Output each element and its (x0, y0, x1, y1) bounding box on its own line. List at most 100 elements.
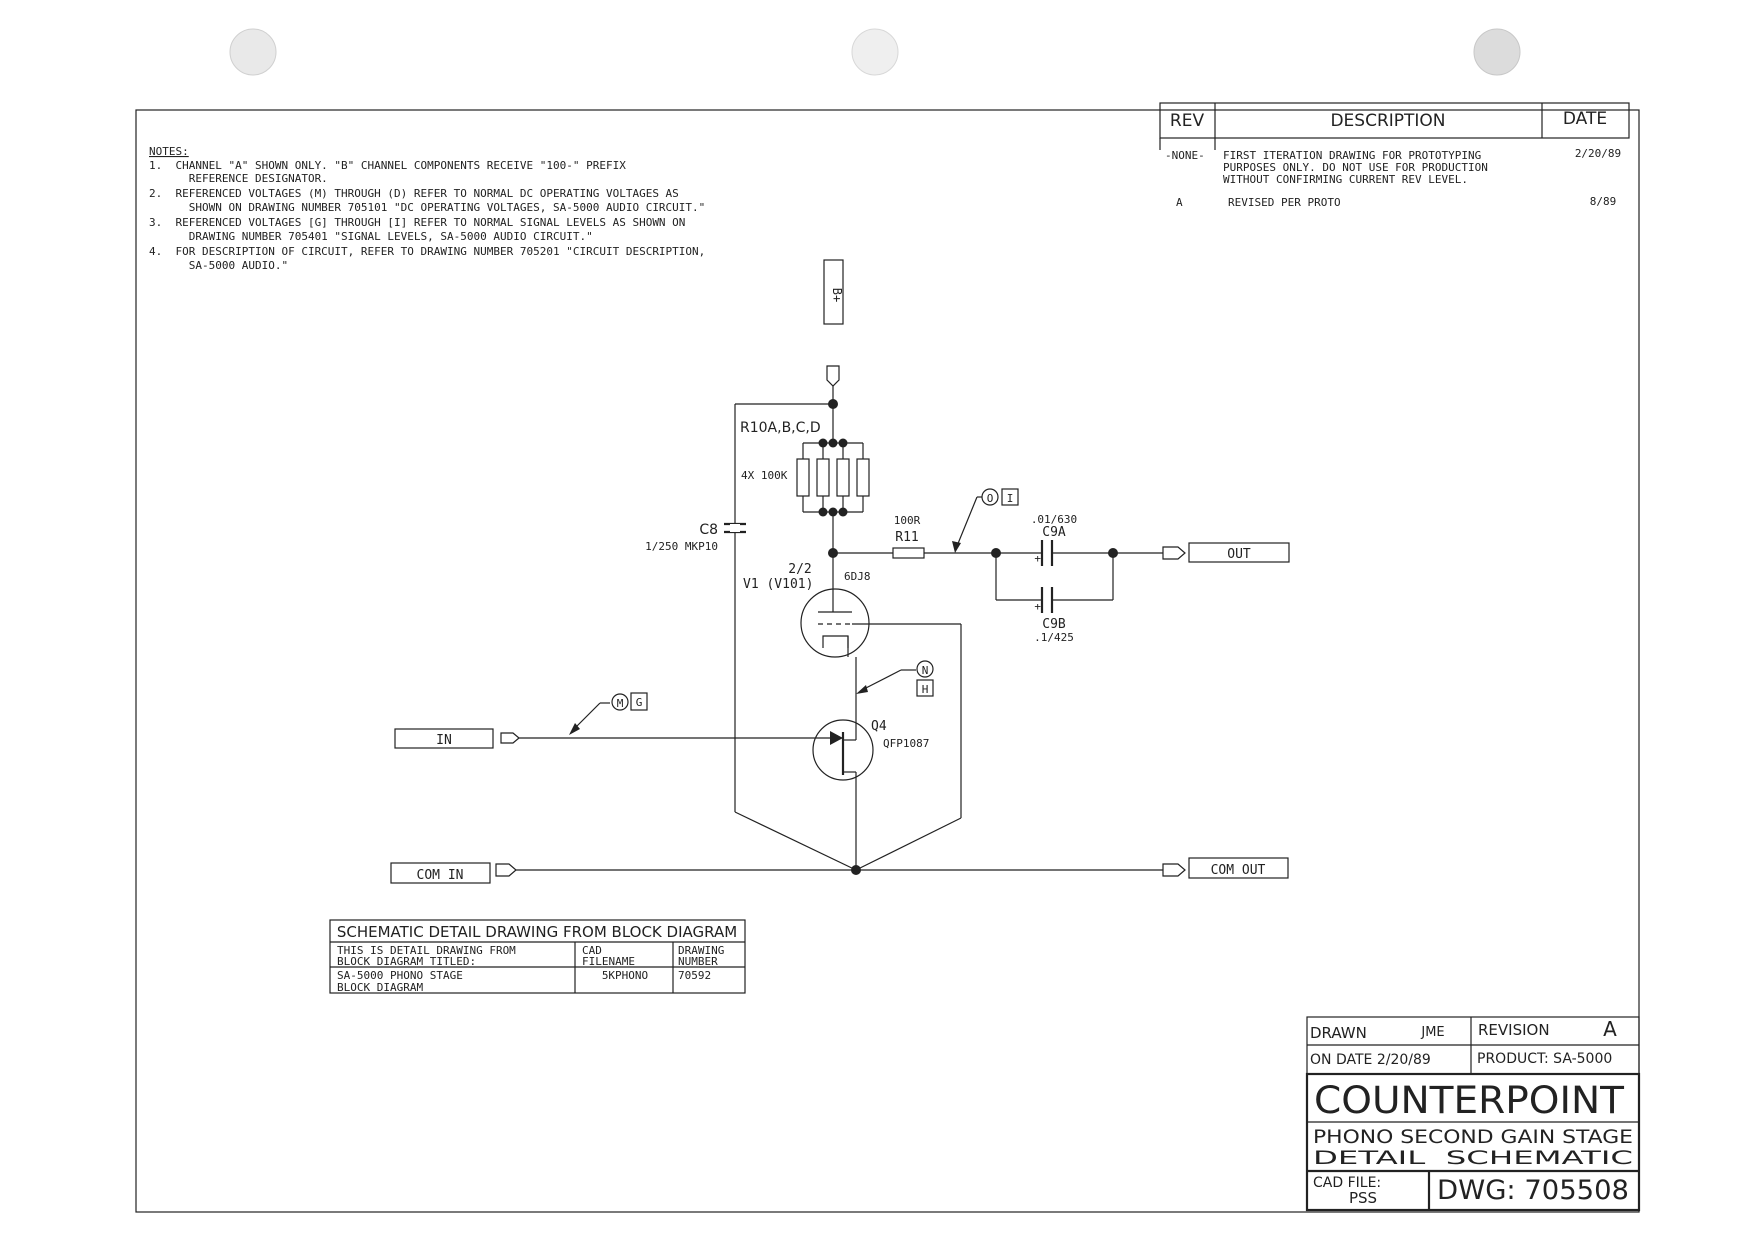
r11-ref: R11 (895, 530, 918, 545)
block-table-col1-value: BLOCK DIAGRAM (337, 981, 423, 994)
revision-label: REVISION (1478, 1021, 1550, 1039)
ref-m-text: M (617, 697, 624, 710)
date-header: DATE (1563, 109, 1607, 129)
out-label: OUT (1227, 547, 1251, 562)
cad-file-label: CAD FILE: (1313, 1175, 1381, 1191)
punch-holes (229, 28, 1521, 76)
q4-transistor (812, 719, 874, 781)
ref-h-text: H (922, 683, 929, 696)
block-table-col1-value: SA-5000 PHONO STAGE (337, 969, 463, 982)
date-cell: 2/20/89 (1575, 147, 1621, 160)
date-cell: 8/89 (1590, 195, 1617, 208)
note-line: SA-5000 AUDIO." (149, 259, 288, 272)
description-header: DESCRIPTION (1330, 111, 1445, 131)
ref-g-text: G (636, 696, 643, 709)
description-cell: WITHOUT CONFIRMING CURRENT REV LEVEL. (1223, 173, 1468, 186)
description-cell: FIRST ITERATION DRAWING FOR PROTOTYPING (1223, 149, 1481, 162)
cad-file-value: PSS (1349, 1189, 1377, 1207)
com-in-connector[interactable] (390, 862, 491, 884)
block-table-title: SCHEMATIC DETAIL DRAWING FROM BLOCK DIAG… (337, 923, 737, 941)
c9b-plus: + (1034, 600, 1041, 613)
c8-ref: C8 (699, 522, 718, 538)
in-arrow (500, 732, 520, 744)
punch-hole (229, 28, 277, 76)
note-line: DRAWING NUMBER 705401 "SIGNAL LEVELS, SA… (149, 230, 593, 243)
com-in-label: COM IN (417, 868, 464, 883)
ref-i-marker (1001, 488, 1019, 506)
notes-block: NOTES: 1. CHANNEL "A" SHOWN ONLY. "B" CH… (149, 145, 705, 272)
bplus-arrow (826, 365, 840, 387)
c9a-plus: + (1034, 552, 1041, 565)
revision-value: A (1603, 1017, 1617, 1041)
block-table-col3-value: 70592 (678, 969, 711, 982)
drawn-label: DRAWN (1310, 1024, 1367, 1042)
r10-value: 4X 100K (741, 469, 788, 482)
description-cell: PURPOSES ONLY. DO NOT USE FOR PRODUCTION (1223, 161, 1488, 174)
rev-cell: -NONE- (1165, 149, 1205, 162)
block-table-col1-header: THIS IS DETAIL DRAWING FROM (337, 944, 516, 957)
out-connector[interactable] (1188, 542, 1290, 563)
revision-table: REV DESCRIPTION DATE -NONE- FIRST ITERAT… (1159, 102, 1630, 209)
on-date: ON DATE 2/20/89 (1310, 1052, 1431, 1068)
block-table-col2-header: FILENAME (582, 955, 635, 968)
v1-unit: 2/2 (788, 562, 811, 577)
note-line: SHOWN ON DRAWING NUMBER 705101 "DC OPERA… (149, 201, 705, 214)
r11-value: 100R (894, 514, 921, 527)
c8-value: 1/250 MKP10 (645, 540, 718, 553)
com-out-connector[interactable] (1188, 857, 1289, 879)
drawing-title-line2: DETAIL SCHEMATIC (1313, 1147, 1633, 1169)
out-arrow (1162, 546, 1186, 560)
ref-o-text: O (987, 492, 994, 505)
note-line: 2. REFERENCED VOLTAGES (M) THROUGH (D) R… (149, 187, 679, 200)
ref-o-marker (981, 488, 999, 506)
schematic: B+ R10A,B,C,D 4X 100K C8 1/250 MK (390, 259, 1290, 884)
c9b-ref: C9B (1042, 617, 1066, 632)
title-block: DRAWN JME REVISION A ON DATE 2/20/89 PRO… (1305, 1016, 1641, 1212)
block-table-col2-header: CAD (582, 944, 602, 957)
block-table-col3-header: NUMBER (678, 955, 718, 968)
dwg-number: DWG: 705508 (1437, 1175, 1629, 1206)
c9a-value: .01/630 (1031, 513, 1077, 526)
block-table-col1-header: BLOCK DIAGRAM TITLED: (337, 955, 476, 968)
com-out-label: COM OUT (1211, 863, 1266, 878)
description-cell: REVISED PER PROTO (1228, 196, 1341, 209)
com-out-arrow (1162, 863, 1186, 877)
note-line: 4. FOR DESCRIPTION OF CIRCUIT, REFER TO … (149, 245, 705, 258)
rev-header: REV (1170, 111, 1205, 131)
ref-n-text: N (922, 664, 929, 677)
v1-ref: V1 (V101) (743, 577, 813, 592)
company-name: COUNTERPOINT (1314, 1079, 1624, 1122)
block-table-col2-value: 5KPHONO (602, 969, 648, 982)
c9b-value: .1/425 (1034, 631, 1074, 644)
c9a-ref: C9A (1042, 525, 1066, 540)
ref-g-marker (630, 692, 648, 711)
note-line: 3. REFERENCED VOLTAGES [G] THROUGH [I] R… (149, 216, 685, 229)
note-line: 1. CHANNEL "A" SHOWN ONLY. "B" CHANNEL C… (149, 159, 626, 172)
v1-type: 6DJ8 (844, 570, 871, 583)
ref-m-marker (611, 693, 629, 711)
ref-h-marker (916, 679, 934, 697)
block-reference-table: SCHEMATIC DETAIL DRAWING FROM BLOCK DIAG… (329, 919, 746, 994)
note-line: REFERENCE DESIGNATOR. (149, 172, 328, 185)
com-in-arrow (495, 863, 517, 877)
r10-ref: R10A,B,C,D (740, 420, 821, 436)
bplus-label: B+ (830, 288, 844, 302)
r11-resistor (892, 547, 925, 559)
bplus-connector (823, 259, 844, 325)
punch-hole (1473, 28, 1521, 76)
v1-tube-envelope (800, 588, 870, 658)
in-connector[interactable] (394, 728, 494, 749)
notes-title: NOTES: (149, 145, 189, 158)
block-table-col3-header: DRAWING (678, 944, 724, 957)
drawing-title-line1: PHONO SECOND GAIN STAGE (1313, 1126, 1633, 1148)
q4-type: QFP1087 (883, 737, 929, 750)
punch-hole (851, 28, 899, 76)
product: PRODUCT: SA-5000 (1477, 1051, 1612, 1067)
rev-cell: A (1176, 196, 1183, 209)
ref-n-marker (916, 660, 934, 678)
ref-i-text: I (1007, 492, 1014, 505)
r10-resistors (796, 443, 870, 512)
in-label: IN (436, 733, 452, 748)
drawn-by: JME (1420, 1025, 1444, 1040)
